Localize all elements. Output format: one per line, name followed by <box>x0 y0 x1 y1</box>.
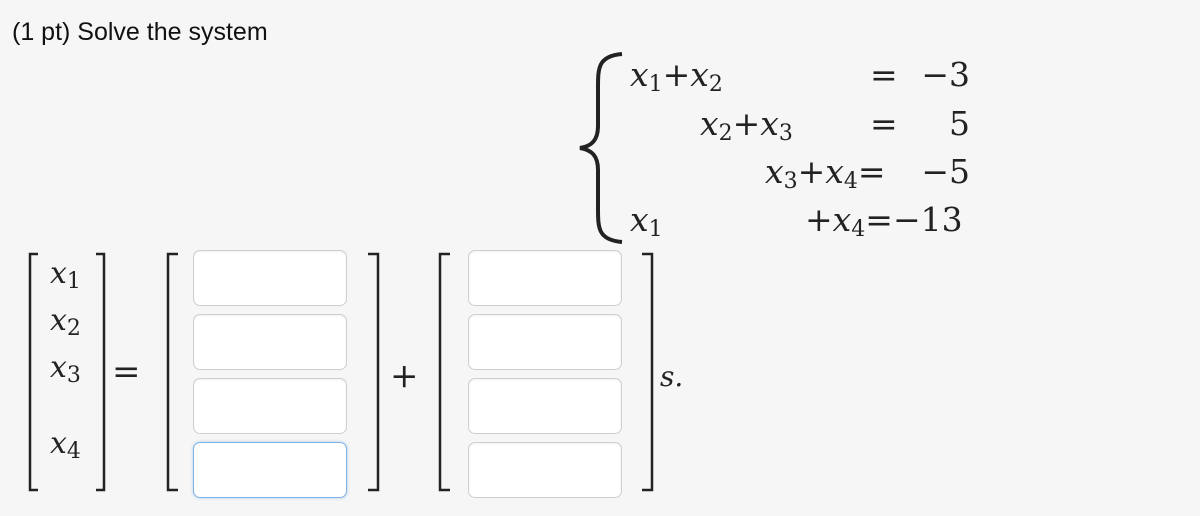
plus-sign: + <box>390 356 419 396</box>
eq4-var-a: x <box>630 200 649 239</box>
eq2-equals: = <box>870 104 898 143</box>
var-vector-left-bracket <box>28 252 38 492</box>
direction-right-bracket <box>642 252 654 492</box>
equation-row-1: x1+x2 = −3 <box>0 55 1200 97</box>
eq3-var-a: x <box>765 152 784 191</box>
eq1-var-a: x <box>630 55 649 94</box>
direction-input-3[interactable] <box>468 378 622 434</box>
equals-sign: = <box>112 352 141 392</box>
eq3-sub-b: 4 <box>843 169 858 194</box>
eq3-op: + <box>797 152 826 191</box>
particular-left-bracket <box>166 252 178 492</box>
eq1-var-b: x <box>690 55 709 94</box>
particular-input-3[interactable] <box>193 378 347 434</box>
problem-title: (1 pt) Solve the system <box>12 18 268 46</box>
equation-row-3: x3+x4= −5 <box>0 152 1200 194</box>
eq4-equals: = <box>865 200 893 239</box>
eq2-var-a: x <box>700 104 719 143</box>
eq2-rhs: 5 <box>949 104 970 143</box>
direction-input-4[interactable] <box>468 442 622 498</box>
eq3-sub-a: 3 <box>783 169 798 194</box>
direction-input-2[interactable] <box>468 314 622 370</box>
eq2-sub-b: 3 <box>778 121 793 146</box>
eq4-sub-b: 4 <box>851 217 866 242</box>
direction-left-bracket <box>438 252 450 492</box>
parameter-s: s. <box>660 360 684 393</box>
eq3-rhs: −5 <box>921 152 970 191</box>
direction-input-1[interactable] <box>468 250 622 306</box>
eq1-equals: = <box>870 55 898 94</box>
equation-row-2: x2+x3 = 5 <box>0 104 1200 146</box>
eq4-sub-a: 1 <box>648 217 663 242</box>
equation-row-4: x1 +x4=−13 <box>0 200 1200 242</box>
eq1-op: + <box>662 55 691 94</box>
eq1-sub-b: 2 <box>708 72 723 97</box>
eq3-equals: = <box>857 152 886 191</box>
var-x4: x4 <box>50 426 81 464</box>
eq2-var-b: x <box>760 104 779 143</box>
eq1-rhs: −3 <box>921 55 970 94</box>
eq2-sub-a: 2 <box>718 121 733 146</box>
particular-input-4[interactable] <box>193 442 347 498</box>
eq4-var-b: x <box>832 200 852 239</box>
eq2-op: + <box>732 104 761 143</box>
var-x1: x1 <box>50 256 81 294</box>
particular-input-2[interactable] <box>193 314 347 370</box>
eq1-sub-a: 1 <box>648 72 663 97</box>
system-left-brace <box>579 52 623 244</box>
particular-right-bracket <box>368 252 380 492</box>
eq4-op: + <box>805 200 833 239</box>
eq4-rhs: −13 <box>892 200 963 239</box>
var-x2: x2 <box>50 303 81 341</box>
particular-input-1[interactable] <box>193 250 347 306</box>
eq3-var-b: x <box>825 152 844 191</box>
var-x3: x3 <box>50 350 81 388</box>
var-vector-right-bracket <box>96 252 106 492</box>
